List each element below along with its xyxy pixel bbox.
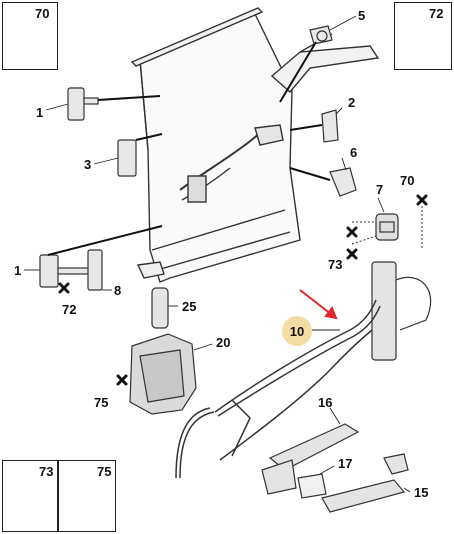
- position-crosses: [58, 194, 428, 386]
- callout-8: 8: [114, 283, 122, 298]
- callout-10-highlighted: 10: [282, 316, 312, 346]
- box-part-70: 70: [2, 2, 58, 70]
- callout-10-label: 10: [289, 323, 305, 339]
- callout-70: 70: [400, 173, 415, 188]
- leader-lines: [24, 15, 411, 493]
- hinge-1-top: [67, 87, 99, 121]
- rear-latch-mechanism: [371, 261, 432, 361]
- sliding-door-panel: [130, 7, 380, 283]
- box-part-75: 75: [58, 460, 116, 532]
- callout-17: 17: [338, 456, 353, 471]
- callout-7: 7: [376, 182, 384, 197]
- guide-6: [329, 167, 357, 197]
- label-70-box: 70: [35, 6, 50, 21]
- label-75-box: 75: [97, 464, 112, 479]
- callout-6: 6: [350, 145, 358, 160]
- seal-17: [297, 473, 327, 499]
- striker-7: [375, 213, 399, 241]
- hinge-1-bottom: [39, 249, 103, 291]
- callout-1-top: 1: [36, 105, 44, 120]
- handle-15: [321, 453, 409, 513]
- handle-16: [261, 423, 360, 495]
- cover-25: [151, 287, 169, 329]
- callout-72: 72: [62, 302, 77, 317]
- callout-16: 16: [318, 395, 333, 410]
- label-72-box: 72: [429, 6, 444, 21]
- hinge-3: [117, 139, 137, 177]
- box-part-73: 73: [2, 460, 58, 532]
- roller-5: [309, 25, 333, 45]
- callout-73: 73: [328, 257, 343, 272]
- label-73-box: 73: [39, 464, 54, 479]
- callout-15: 15: [414, 485, 429, 500]
- callout-2: 2: [348, 95, 356, 110]
- callout-1-bottom: 1: [14, 263, 22, 278]
- box-part-72: 72: [394, 2, 452, 70]
- cable-10: [175, 299, 381, 479]
- callout-20: 20: [216, 335, 231, 350]
- callout-5: 5: [358, 8, 366, 23]
- red-arrow-indicator: [299, 289, 338, 320]
- callout-25: 25: [182, 299, 197, 314]
- bracket-2: [321, 109, 339, 143]
- lock-20: [129, 333, 197, 415]
- callout-3: 3: [84, 157, 92, 172]
- callout-75: 75: [94, 395, 109, 410]
